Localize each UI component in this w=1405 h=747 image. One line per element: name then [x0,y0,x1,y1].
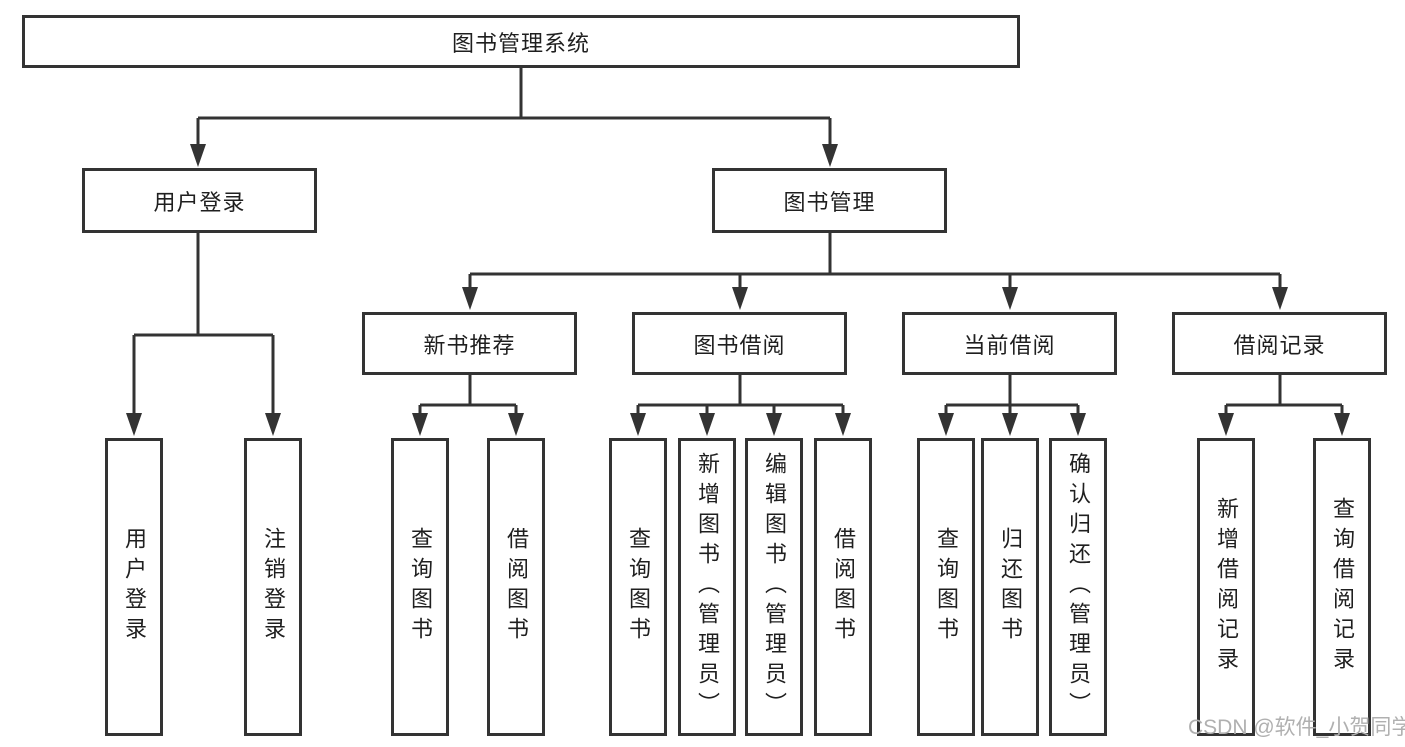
arrowhead-icon [938,413,954,436]
node-leaf-query-books: 查询图书 [609,438,667,736]
node-label: 用户登录 [122,527,147,647]
node-label: 确认归还（管理员） [1066,452,1091,722]
node-label: 借阅图书 [831,527,856,647]
node-label: 注销登录 [261,527,286,647]
node-current-borrow: 当前借阅 [902,312,1117,375]
node-label: 查询图书 [934,527,959,647]
arrowhead-icon [1070,413,1086,436]
node-leaf-query-books: 查询图书 [917,438,975,736]
node-leaf-confirm-return-admin: 确认归还（管理员） [1049,438,1107,736]
arrowhead-icon [412,413,428,436]
node-leaf-query-borrow-record: 查询借阅记录 [1313,438,1371,736]
arrowhead-icon [699,413,715,436]
node-book-borrow: 图书借阅 [632,312,847,375]
node-user-login: 用户登录 [82,168,317,233]
node-leaf-logout: 注销登录 [244,438,302,736]
node-label: 查询图书 [408,527,433,647]
arrowhead-icon [766,413,782,436]
arrowhead-icon [1334,413,1350,436]
node-label: 归还图书 [998,527,1023,647]
arrowhead-icon [1002,287,1018,310]
node-leaf-borrow-books: 借阅图书 [814,438,872,736]
node-new-book-recommend: 新书推荐 [362,312,577,375]
arrowhead-icon [508,413,524,436]
node-leaf-borrow-books: 借阅图书 [487,438,545,736]
node-label: 查询借阅记录 [1330,497,1355,677]
arrowhead-icon [835,413,851,436]
arrowhead-icon [630,413,646,436]
node-label: 借阅图书 [504,527,529,647]
node-book-management: 图书管理 [712,168,947,233]
arrowhead-icon [190,144,206,167]
arrowhead-icon [732,287,748,310]
arrowhead-icon [462,287,478,310]
node-library-management-system: 图书管理系统 [22,15,1020,68]
arrowhead-icon [1002,413,1018,436]
arrowhead-icon [1218,413,1234,436]
node-leaf-add-borrow-record: 新增借阅记录 [1197,438,1255,736]
arrowhead-icon [1272,287,1288,310]
node-label: 编辑图书（管理员） [762,452,787,722]
csdn-watermark: CSDN @软件_小贺同学 [1188,716,1405,739]
node-borrow-record: 借阅记录 [1172,312,1387,375]
node-label: 查询图书 [626,527,651,647]
node-label: 新增图书（管理员） [695,452,720,722]
node-leaf-user-login: 用户登录 [105,438,163,736]
node-label: 新增借阅记录 [1214,497,1239,677]
arrowhead-icon [265,413,281,436]
node-leaf-return-books: 归还图书 [981,438,1039,736]
arrowhead-icon [822,144,838,167]
node-leaf-add-books-admin: 新增图书（管理员） [678,438,736,736]
node-leaf-query-books: 查询图书 [391,438,449,736]
arrowhead-icon [126,413,142,436]
node-leaf-edit-books-admin: 编辑图书（管理员） [745,438,803,736]
